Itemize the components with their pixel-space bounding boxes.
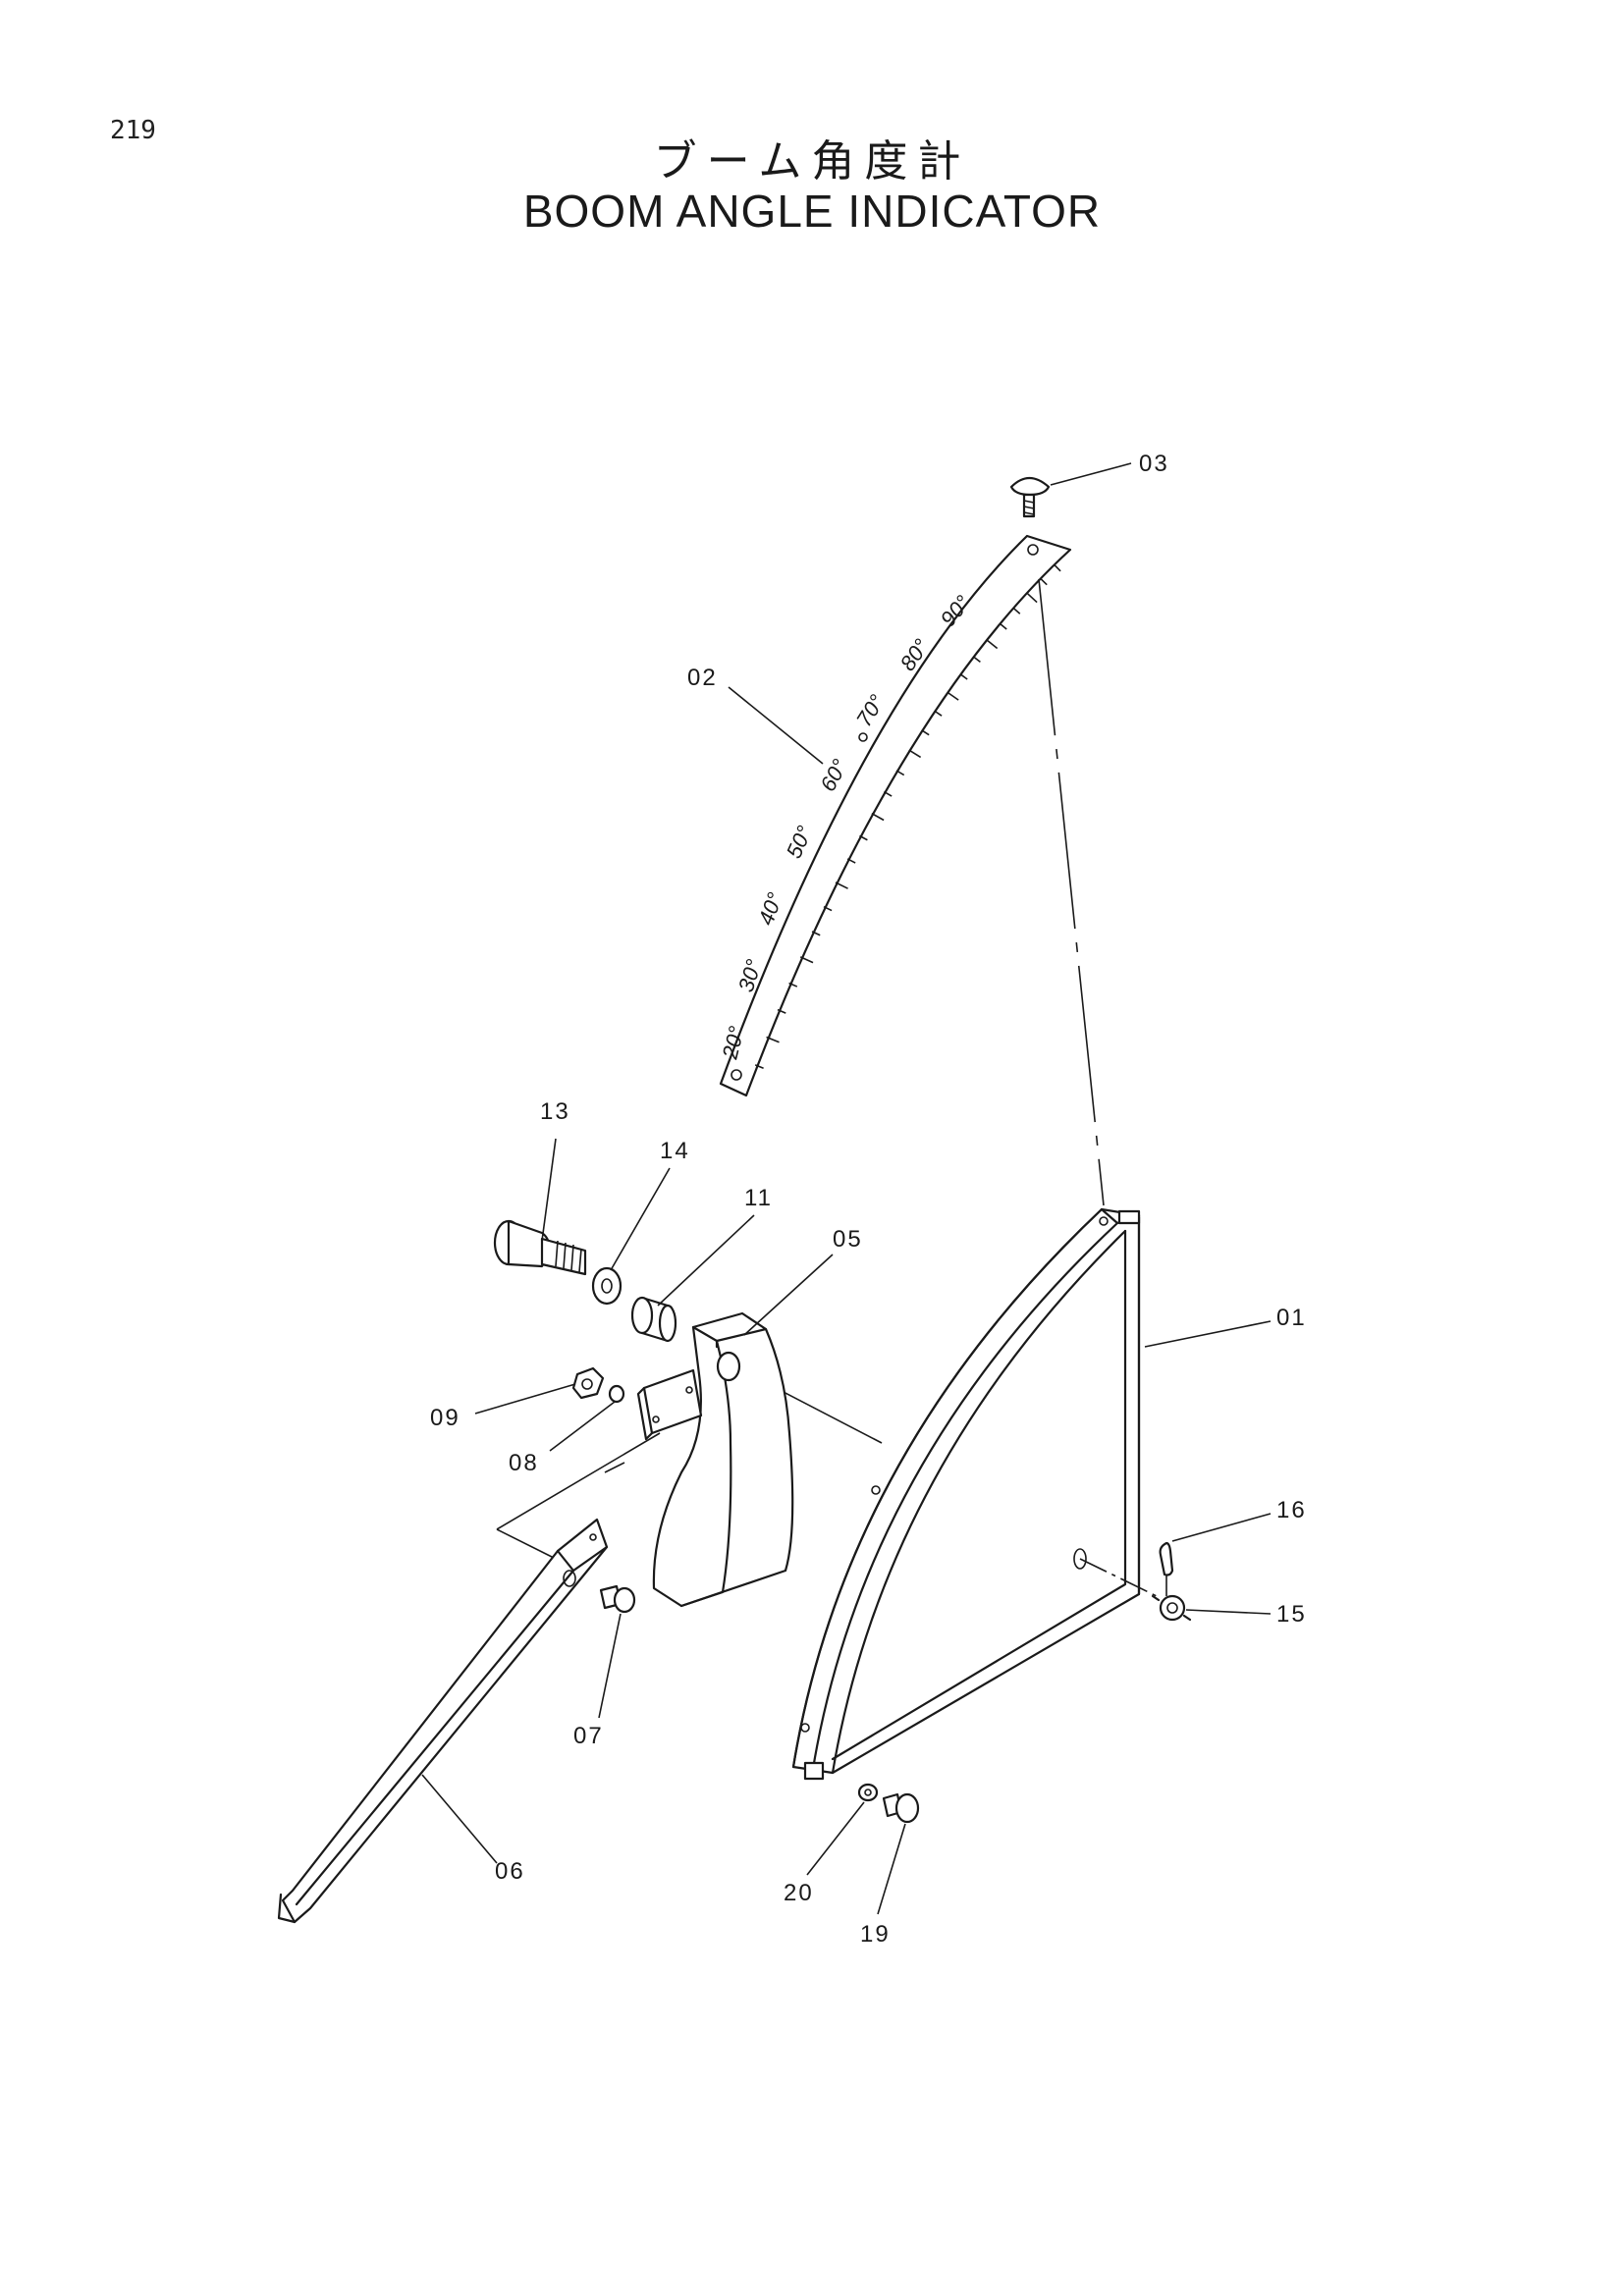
part-15-knob: [1151, 1594, 1192, 1622]
callout-15: 15: [1276, 1601, 1307, 1628]
scale-label-50: 50°: [782, 822, 817, 862]
scale-tick: [871, 813, 885, 822]
callout-03: 03: [1139, 451, 1169, 477]
scale-tick: [1012, 607, 1021, 614]
scale-tick: [846, 858, 856, 864]
callout-14: 14: [660, 1138, 690, 1164]
scale-label-80: 80°: [895, 634, 935, 675]
scale-label-30: 30°: [733, 956, 767, 994]
part-02-angle-scale: 90° 80° 70° 60° 50° 40° 30° 20°: [717, 534, 1072, 1097]
callout-07: 07: [573, 1723, 604, 1749]
part-09-nut: [571, 1366, 605, 1400]
scale-label-20: 20°: [717, 1024, 749, 1062]
scale-tick: [835, 881, 848, 889]
scale-tick: [986, 639, 999, 650]
callout-16: 16: [1276, 1497, 1307, 1523]
assembly-line-08-06c: [604, 1462, 625, 1473]
title-japanese: ブーム角度計: [653, 136, 971, 187]
scale-tick: [972, 656, 981, 664]
callout-02: 02: [687, 665, 718, 691]
assembly-line-08-06b: [496, 1528, 561, 1562]
part-05-bracket: [652, 1311, 794, 1608]
part-19-bolt: [882, 1792, 920, 1824]
callout-19: 19: [860, 1921, 891, 1948]
scale-tick: [811, 931, 821, 936]
assembly-line-08-06a: [496, 1432, 661, 1530]
callout-05: 05: [833, 1226, 863, 1253]
callout-20: 20: [784, 1880, 814, 1906]
scale-tick: [921, 729, 930, 736]
scale-tick: [959, 673, 968, 680]
part-07-screw: [599, 1584, 636, 1614]
scale-label-90: 90°: [936, 591, 976, 632]
scale-tick: [799, 956, 814, 964]
scale-tick: [1040, 577, 1048, 586]
part-09-washer: [608, 1384, 625, 1404]
page-number: 219: [110, 116, 156, 145]
callout-13: 13: [540, 1098, 570, 1125]
callout-06: 06: [495, 1858, 525, 1885]
scale-tick: [766, 1036, 780, 1043]
scale-tick: [777, 1008, 786, 1014]
scale-tick: [908, 749, 922, 759]
scale-tick: [1026, 592, 1038, 604]
scale-tick: [947, 691, 959, 701]
callout-09: 09: [430, 1405, 460, 1431]
scale-tick: [859, 834, 868, 841]
scale-tick: [823, 905, 833, 912]
callout-11: 11: [744, 1185, 773, 1211]
part-20-washer: [857, 1783, 879, 1802]
part-08-plate: [636, 1368, 703, 1441]
part-01-quadrant-panel: [791, 1207, 1167, 1781]
part-03-screw: [1009, 476, 1051, 518]
scale-label-40: 40°: [753, 889, 787, 929]
scale-tick: [999, 622, 1007, 630]
scale-tick: [754, 1064, 764, 1069]
title-english: BOOM ANGLE INDICATOR: [522, 186, 1102, 237]
scale-tick: [895, 770, 905, 776]
callout-01: 01: [1276, 1305, 1307, 1331]
scale-tick: [1054, 563, 1061, 572]
part-13-pin-bolt: [493, 1219, 587, 1276]
part-06-pointer: [277, 1518, 609, 1924]
assembly-line-03-01: [1038, 578, 1105, 1206]
part-16-pin: [1159, 1541, 1174, 1576]
scale-tick: [934, 710, 943, 717]
part-11-bushing: [630, 1296, 677, 1343]
scale-label-60: 60°: [815, 755, 852, 795]
callout-08: 08: [509, 1450, 539, 1476]
scale-tick: [883, 790, 893, 797]
part-14-washer: [591, 1266, 623, 1306]
scale-tick: [788, 982, 798, 988]
leader-lines: [421, 462, 1272, 1915]
